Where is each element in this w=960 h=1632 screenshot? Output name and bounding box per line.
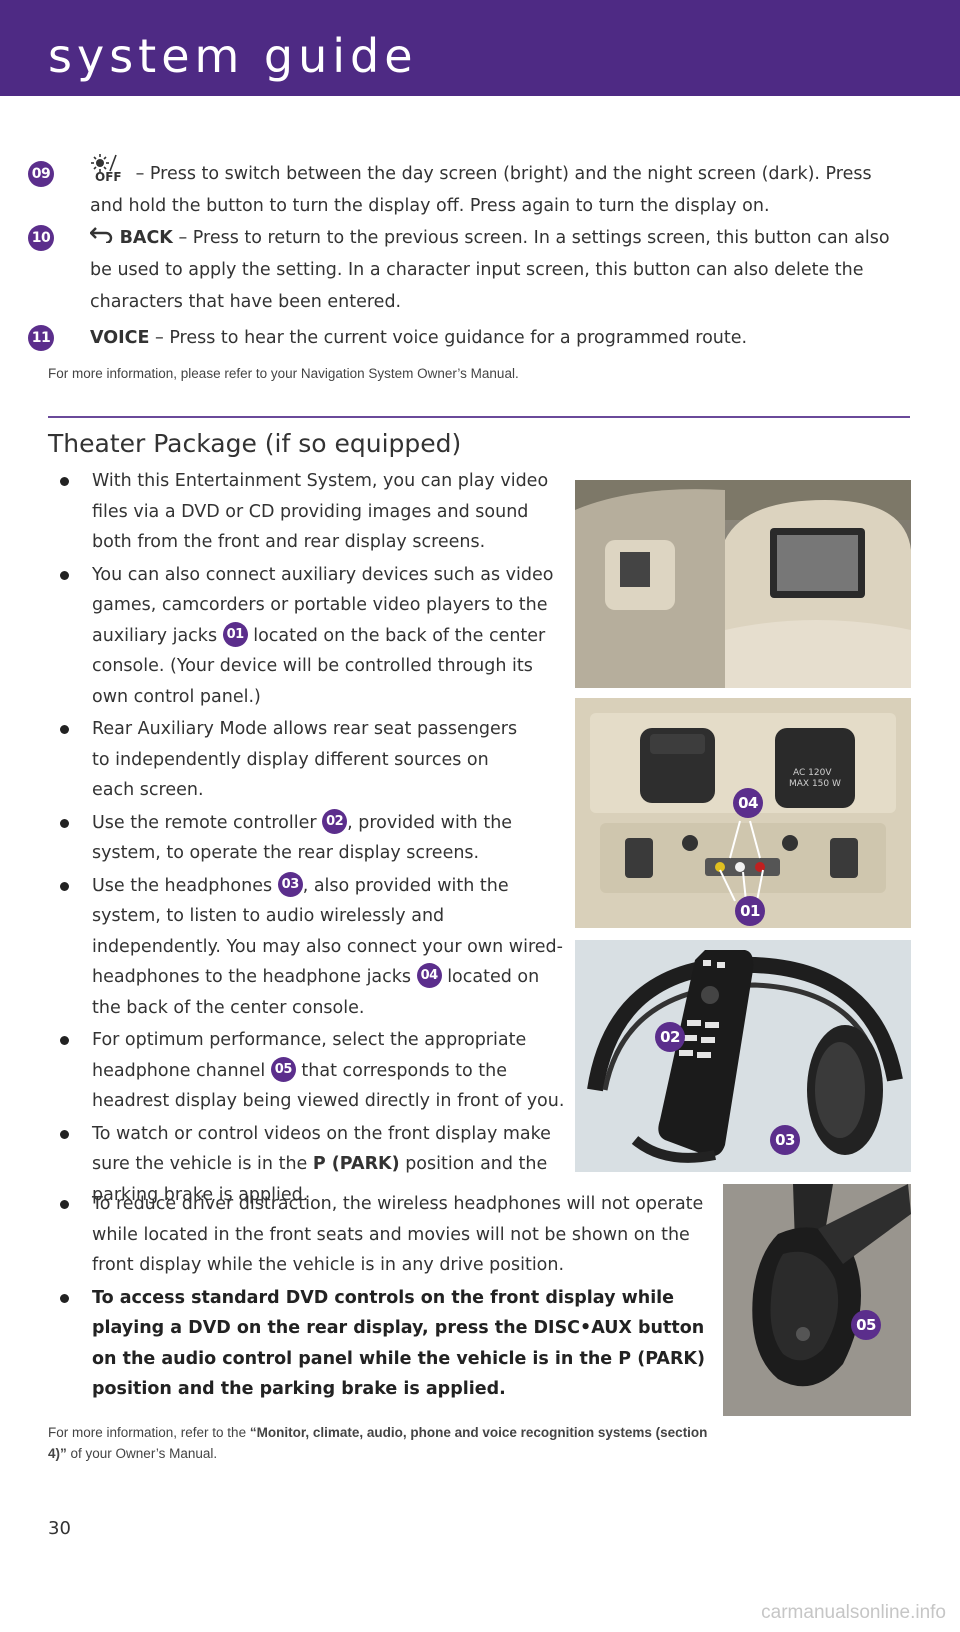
back-label: BACK [119, 228, 173, 248]
item-11: 11 VOICE – Press to hear the current voi… [28, 322, 910, 354]
outlet-label-line1: AC 120V [793, 768, 832, 778]
photo-rear-screens [575, 480, 911, 688]
bullet-4-text-b: , provided with the system, to operate t… [92, 812, 513, 864]
badge-05-photo: 05 [851, 1310, 881, 1340]
bullet-list: With this Entertainment System, you can … [48, 466, 568, 1210]
badge-01-inline: 01 [222, 621, 248, 647]
badge-03-inline: 03 [277, 871, 303, 897]
outlet-label-line2: MAX 150 W [789, 779, 841, 789]
bullet-2-text-b: located on the back of the center consol… [92, 625, 546, 707]
back-arrow-icon [89, 222, 114, 254]
header-title: system guide [48, 29, 418, 83]
off-label: OFF [95, 170, 122, 184]
badge-03-photo: 03 [770, 1125, 800, 1155]
bullet-7-text-b: position and the parking brake is applie… [92, 1154, 548, 1205]
nav-manual-note: For more information, please refer to yo… [48, 366, 519, 381]
item-09: 09 OFF – Press to switch between the day… [28, 154, 910, 222]
photo-headphones-remote: 02 03 [575, 940, 911, 1172]
day-night-icon: OFF [90, 152, 130, 186]
bullet-9-text-c: position and the parking brake is applie… [92, 1379, 506, 1399]
page-header: system guide [0, 0, 960, 96]
item-10-text: – Press to return to the previous screen… [90, 228, 890, 312]
bullet-9-park: P (PARK) [618, 1348, 705, 1369]
bullet-4-text-a: Use the remote controller [92, 812, 317, 833]
photo-headphone-closeup: 05 [723, 1184, 911, 1416]
badge-02-photo: 02 [655, 1022, 685, 1052]
item-11-text: – Press to hear the current voice guidan… [155, 328, 748, 348]
bullet-7-text-a: To watch or control videos on the front … [92, 1123, 551, 1175]
bullet-5-text-a: Use the headphones [92, 875, 273, 896]
footer-note-a: For more information, refer to the [48, 1425, 247, 1440]
bullet-7-park: P (PARK) [312, 1154, 400, 1174]
bullet-2-text-a: You can also connect auxiliary devices s… [92, 564, 554, 646]
watermark: carmanualsonline.info [761, 1602, 946, 1623]
badge-02-inline: 02 [322, 808, 348, 834]
bullet-3: Rear Auxiliary Mode allows rear seat pas… [48, 714, 568, 806]
bullet-5: Use the headphones 03, also provided wit… [48, 871, 568, 1024]
bullet-6-text-a: For optimum performance, select the appr… [92, 1030, 527, 1081]
badge-10: 10 [28, 225, 54, 251]
section-divider [48, 416, 910, 418]
item-10: 10 BACK – Press to return to the previou… [28, 222, 910, 318]
item-09-text: – Press to switch between the day screen… [90, 164, 872, 216]
bullet-5-text-b: , also provided with the system, to list… [92, 875, 563, 988]
bullet-9-disc-aux: DISC•AUX [533, 1318, 632, 1338]
footer-note: For more information, refer to the “Moni… [48, 1422, 728, 1464]
badge-09: 09 [28, 161, 54, 187]
badge-11: 11 [28, 325, 54, 351]
footer-note-b: of your Owner’s Manual. [70, 1446, 218, 1461]
bullet-1-text: With this Entertainment System, you can … [92, 471, 549, 552]
bullet-1: With this Entertainment System, you can … [48, 466, 568, 558]
voice-label: VOICE [90, 328, 150, 348]
bullet-9-text-b: button on the audio control panel while … [92, 1318, 705, 1369]
bullet-5-text-c: located on the back of the center consol… [92, 967, 540, 1018]
badge-01-photo: 01 [735, 896, 765, 926]
bullet-8: To reduce driver distraction, the wirele… [48, 1189, 728, 1281]
bullet-7: To watch or control videos on the front … [48, 1119, 568, 1211]
bullet-9: To access standard DVD controls on the f… [48, 1283, 728, 1405]
bullet-list-wide: To reduce driver distraction, the wirele… [48, 1189, 728, 1405]
section-title: Theater Package (if so equipped) [48, 429, 462, 458]
bullet-4: Use the remote controller 02, provided w… [48, 808, 568, 869]
bullet-2: You can also connect auxiliary devices s… [48, 560, 568, 713]
badge-04-photo: 04 [733, 788, 763, 818]
bullet-8-text: To reduce driver distraction, the wirele… [92, 1194, 704, 1275]
bullet-6-text-b: that corresponds to the headrest display… [92, 1060, 565, 1112]
bullet-3-text: Rear Auxiliary Mode allows rear seat pas… [92, 719, 518, 800]
footer-note-bold: “Monitor, climate, audio, phone and voic… [48, 1425, 708, 1461]
bullet-9-text-a: To access standard DVD controls on the f… [92, 1287, 675, 1339]
badge-05-inline: 05 [270, 1056, 296, 1082]
page-number: 30 [48, 1518, 71, 1539]
badge-04-inline: 04 [416, 963, 442, 988]
photo-console-jacks: AC 120V MAX 150 W 04 01 [575, 698, 911, 928]
bullet-6: For optimum performance, select the appr… [48, 1025, 568, 1117]
